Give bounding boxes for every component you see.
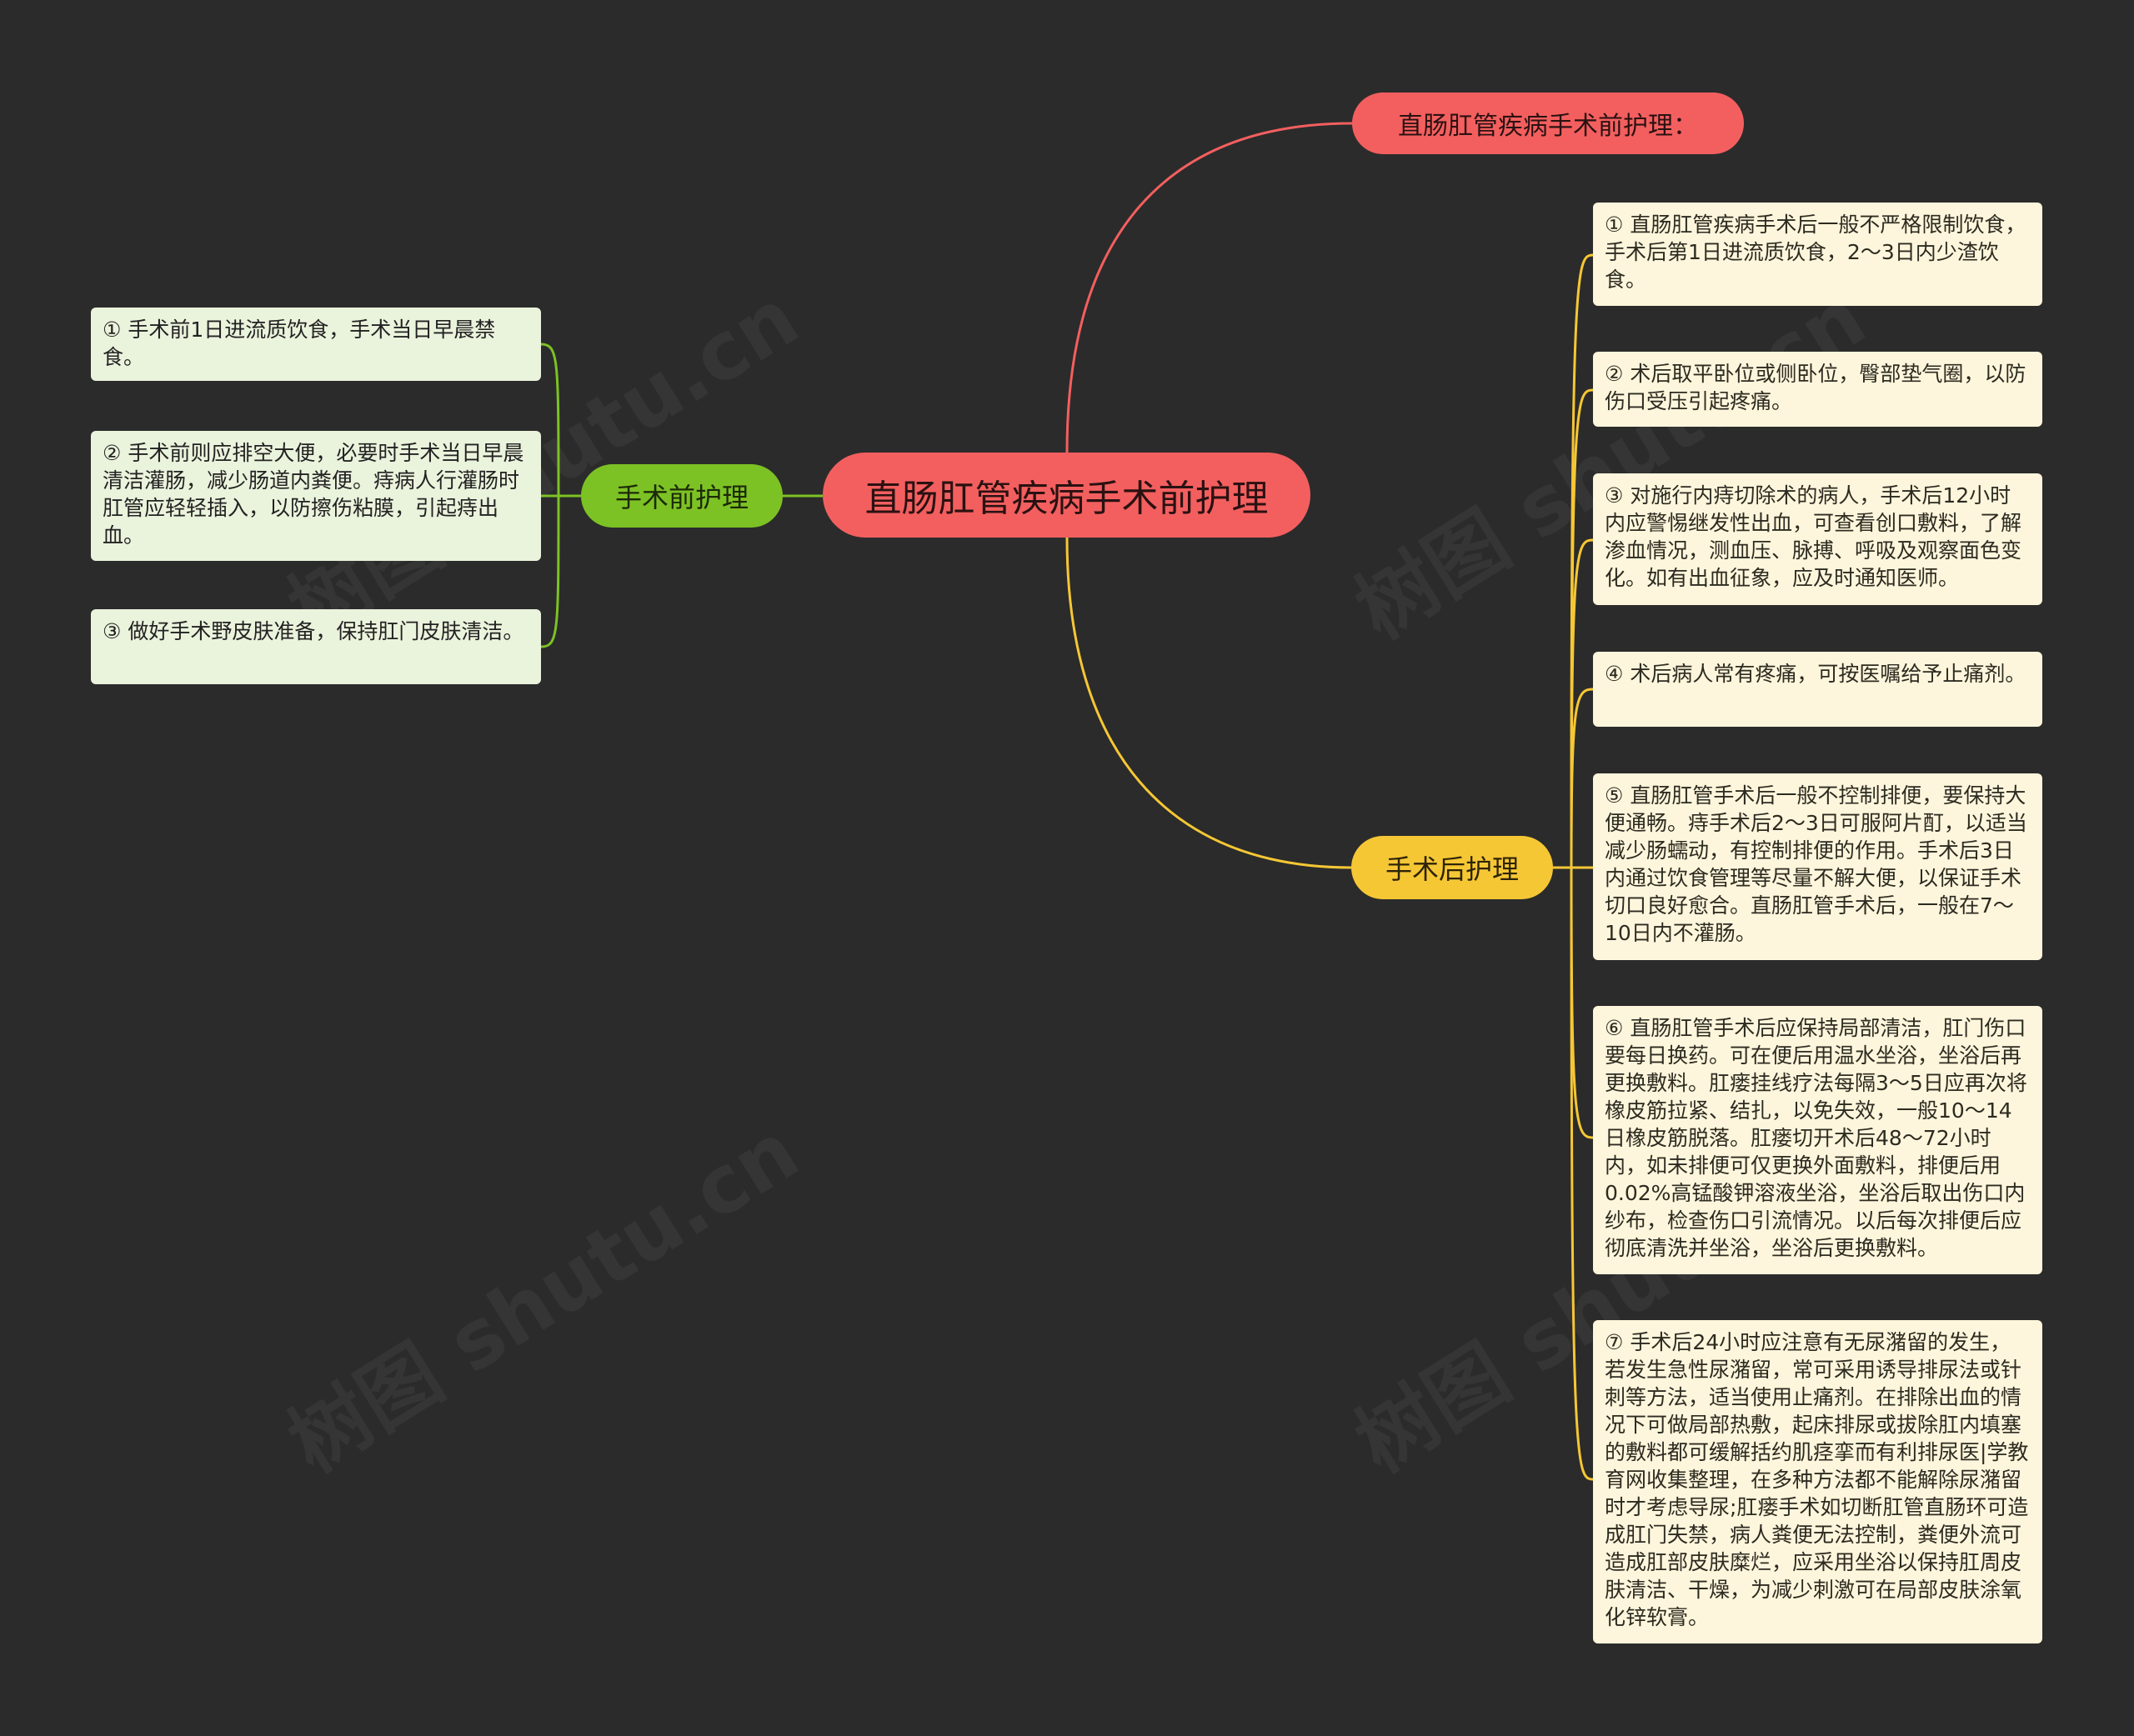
post-op-item-4[interactable]: ④ 术后病人常有疼痛，可按医嘱给予止痛剂。 [1593, 652, 2042, 727]
link-post-item-4 [1553, 688, 1594, 869]
link-pre-item-1 [540, 343, 581, 498]
post-op-item-2[interactable]: ② 术后取平卧位或侧卧位，臀部垫气圈，以防伤口受压引起疼痛。 [1593, 352, 2042, 427]
branch-title-node[interactable]: 直肠肛管疾病手术前护理： [1352, 93, 1744, 154]
pre-op-item-1[interactable]: ① 手术前1日进流质饮食，手术当日早晨禁食。 [91, 308, 541, 381]
branch-pre-op-node[interactable]: 手术前护理 [581, 464, 783, 528]
link-root-post [1065, 537, 1352, 869]
post-op-item-7[interactable]: ⑦ 手术后24小时应注意有无尿潴留的发生，若发生急性尿潴留，常可采用诱导排尿法或… [1593, 1320, 2042, 1643]
root-node[interactable]: 直肠肛管疾病手术前护理 [823, 453, 1310, 538]
link-root-title [1065, 122, 1353, 453]
pre-op-item-2[interactable]: ② 手术前则应排空大便，必要时手术当日早晨清洁灌肠，减少肠道内粪便。痔病人行灌肠… [91, 431, 541, 561]
post-op-item-6[interactable]: ⑥ 直肠肛管手术后应保持局部清洁，肛门伤口要每日换药。可在便后用温水坐浴，坐浴后… [1593, 1006, 2042, 1274]
link-pre-item-3 [540, 494, 581, 648]
post-op-item-1[interactable]: ① 直肠肛管疾病手术后一般不严格限制饮食，手术后第1日进流质饮食，2～3日内少渣… [1593, 203, 2042, 306]
post-op-item-3[interactable]: ③ 对施行内痔切除术的病人，手术后12小时内应警惕继发性出血，可查看创口敷料，了… [1593, 473, 2042, 605]
link-post-item-7 [1553, 866, 1594, 1481]
link-post-item-6 [1553, 866, 1594, 1139]
branch-post-op-node[interactable]: 手术后护理 [1351, 836, 1553, 899]
pre-op-item-3[interactable]: ③ 做好手术野皮肤准备，保持肛门皮肤清洁。 [91, 609, 541, 684]
post-op-item-5[interactable]: ⑤ 直肠肛管手术后一般不控制排便，要保持大便通畅。痔手术后2～3日可服阿片酊，以… [1593, 773, 2042, 960]
